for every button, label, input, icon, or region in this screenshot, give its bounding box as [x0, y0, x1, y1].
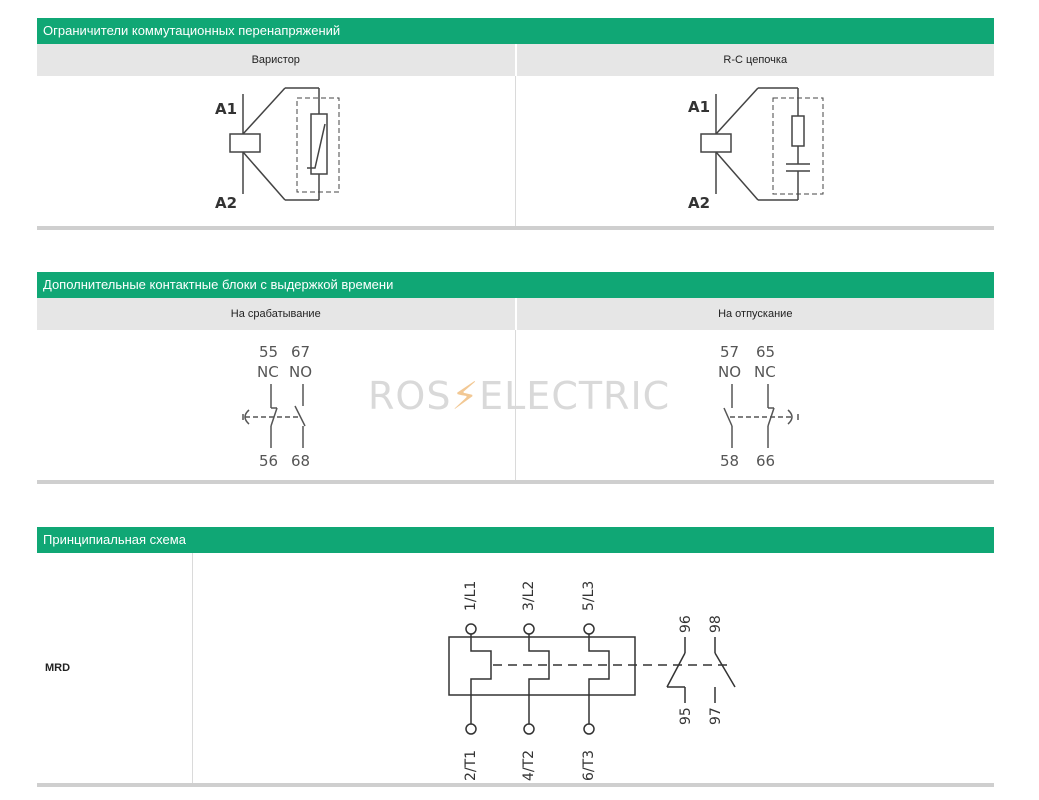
schematic-row: MRD: [37, 553, 994, 787]
contact-number: 57: [720, 343, 739, 361]
table-header: Варистор R-C цепочка: [37, 44, 994, 76]
terminal-a1-label: A1: [688, 98, 710, 116]
contact-type-label: NO: [289, 363, 312, 381]
schematic-section: Принципиальная схема MRD: [37, 527, 994, 787]
contact-number: 66: [756, 452, 775, 470]
aux-terminal-label: 98: [708, 615, 724, 633]
mrd-diagram-cell: 1/L1 3/L2 5/L3 2/T1 4/T2 6/T3 96 98 95 9…: [193, 553, 994, 783]
column-header-varistor: Варистор: [251, 54, 300, 66]
contact-number: 55: [259, 343, 278, 361]
mrd-schematic: 1/L1 3/L2 5/L3 2/T1 4/T2 6/T3 96 98 95 9…: [448, 581, 736, 781]
contact-number: 58: [720, 452, 739, 470]
section-title: Дополнительные контактные блоки с выдерж…: [37, 272, 994, 298]
varistor-cell: A1 A2: [37, 76, 515, 226]
table-header: На срабатывание На отпускание: [37, 298, 994, 330]
on-delay-contact-diagram: 55 67 NC NO 56 68: [242, 343, 312, 470]
section-title: Ограничители коммутационных перенапряжен…: [37, 18, 994, 44]
contact-number: 65: [756, 343, 775, 361]
table-body: A1 A2: [37, 76, 994, 230]
varistor-diagram: A1 A2: [215, 87, 340, 212]
section-title: Принципиальная схема: [37, 527, 994, 553]
contact-type-label: NC: [257, 363, 279, 381]
terminal-a2-label: A2: [215, 194, 237, 212]
contact-type-label: NO: [718, 363, 741, 381]
column-header-off-delay: На отпускание: [514, 298, 995, 330]
off-delay-contact-diagram: 57 65 NO NC 58 66: [718, 343, 799, 470]
time-delay-blocks-section: Дополнительные контактные блоки с выдерж…: [37, 272, 994, 484]
contact-number: 68: [291, 452, 310, 470]
terminal-label: 3/L2: [521, 581, 537, 611]
table-body: 55 67 NC NO 56 68: [37, 330, 994, 484]
terminal-label: 5/L3: [581, 581, 597, 611]
terminal-label: 4/T2: [521, 750, 537, 781]
terminal-label: 1/L1: [463, 581, 479, 611]
model-label: MRD: [37, 553, 193, 783]
contact-type-label: NC: [754, 363, 776, 381]
aux-terminal-label: 95: [678, 707, 694, 725]
surge-suppressors-section: Ограничители коммутационных перенапряжен…: [37, 18, 994, 230]
on-delay-cell: 55 67 NC NO 56 68: [37, 330, 515, 480]
terminal-a2-label: A2: [688, 194, 710, 212]
rc-chain-diagram: A1 A2: [688, 87, 824, 212]
terminal-label: 2/T1: [463, 750, 479, 781]
contact-number: 56: [259, 452, 278, 470]
column-header-on-delay: На срабатывание: [230, 308, 321, 320]
contact-number: 67: [291, 343, 310, 361]
off-delay-cell: 57 65 NO NC 58 66: [515, 330, 994, 480]
rc-chain-cell: A1 A2: [515, 76, 994, 226]
terminal-label: 6/T3: [581, 750, 597, 781]
aux-terminal-label: 96: [678, 615, 694, 633]
terminal-a1-label: A1: [215, 100, 237, 118]
aux-terminal-label: 97: [708, 707, 724, 725]
column-header-rc-chain: R-C цепочка: [514, 44, 995, 76]
